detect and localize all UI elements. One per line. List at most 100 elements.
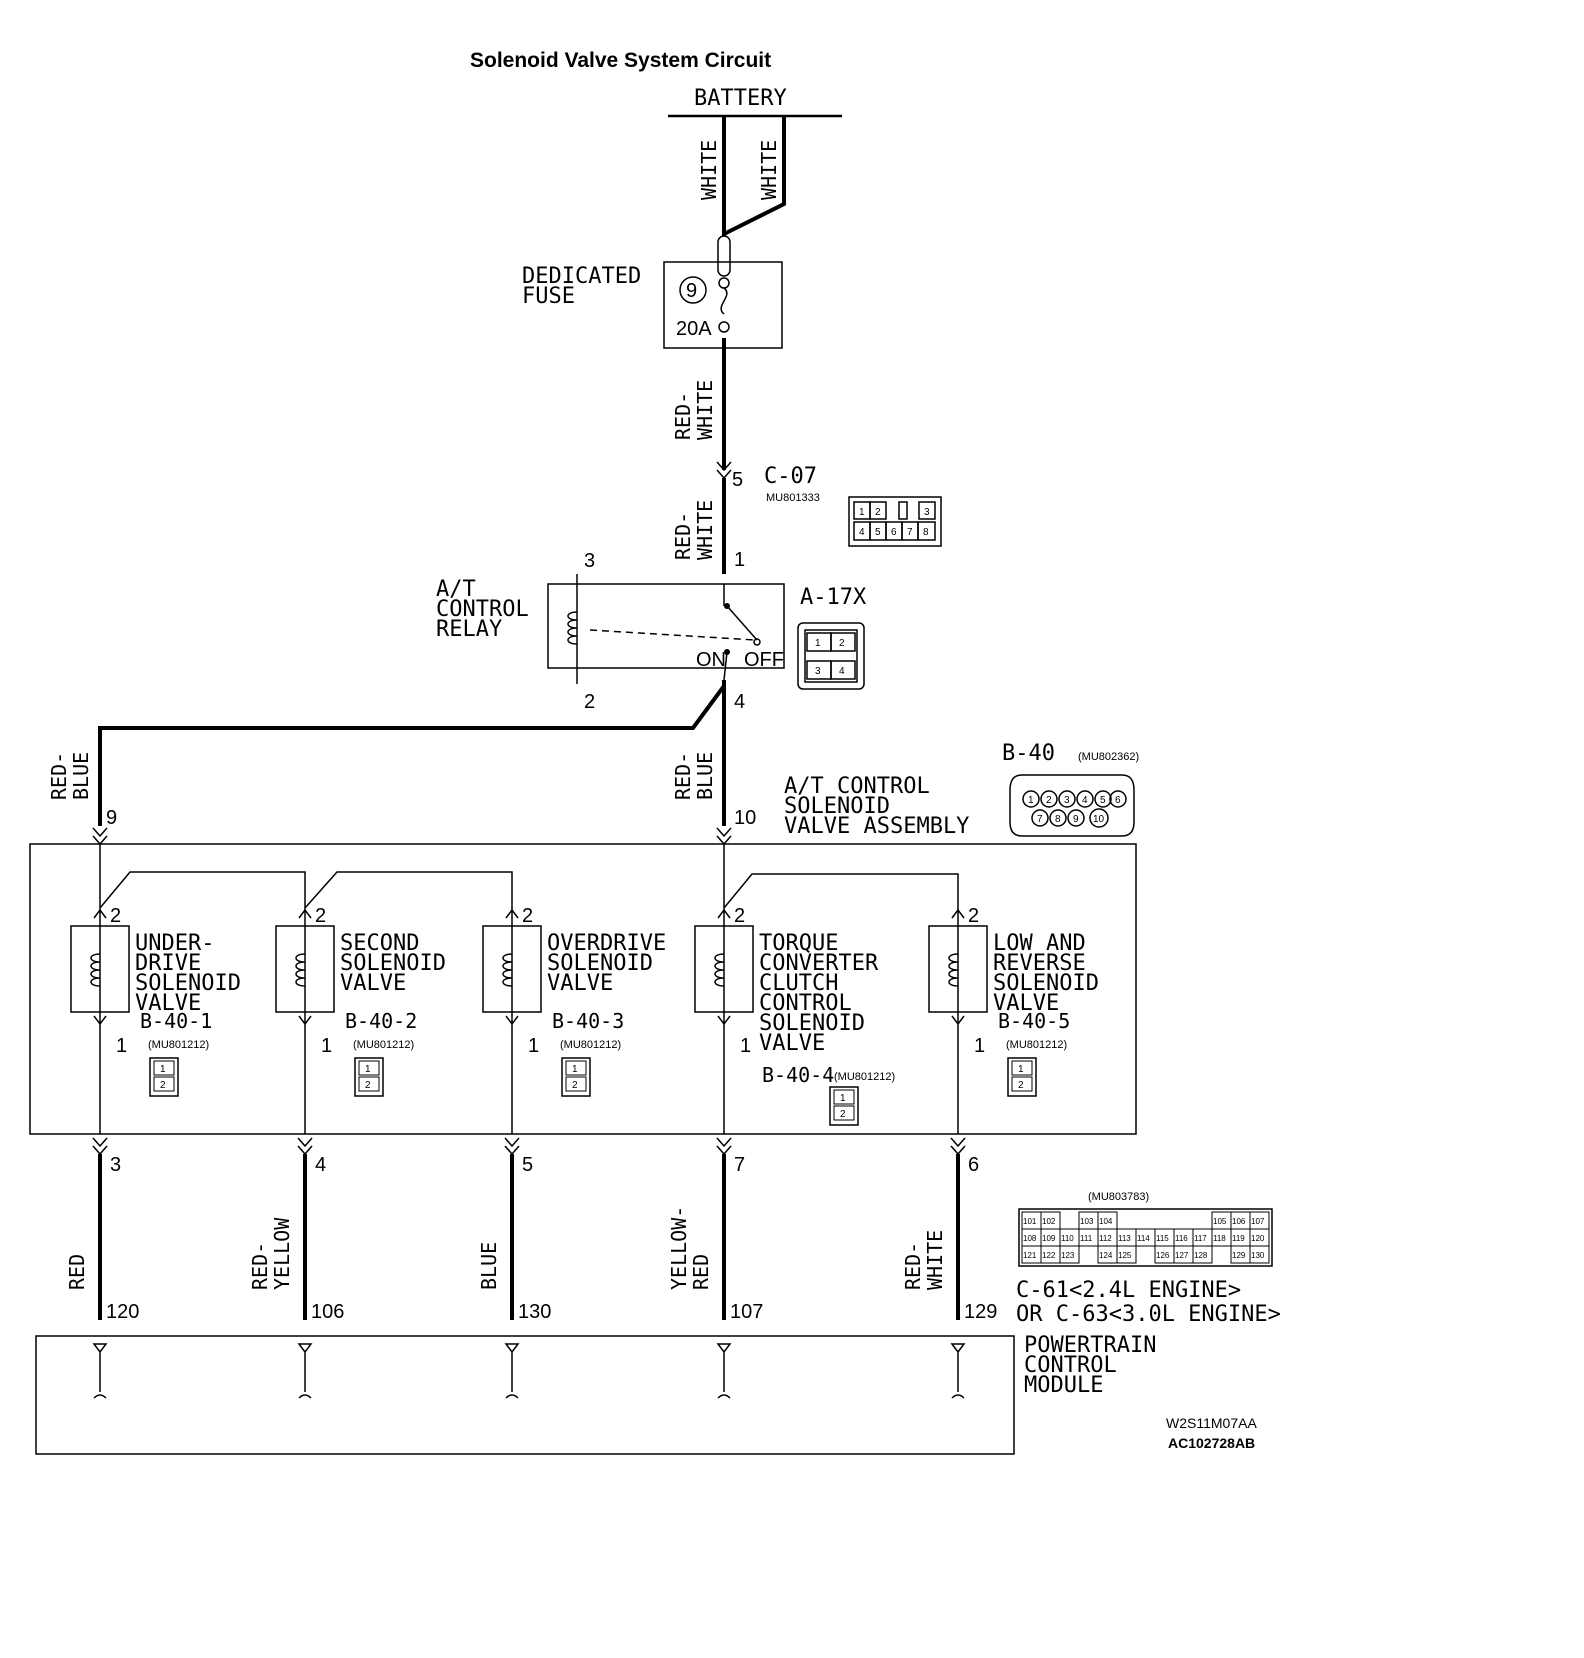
pcm-face-cell-label: 106 <box>1232 1217 1246 1226</box>
pcm-connector-part: (MU803783) <box>1088 1191 1149 1203</box>
pcm-face-cell-label: 113 <box>1118 1234 1131 1243</box>
valve-name-line: LOW AND <box>993 931 1086 956</box>
pcm-face-cell-label: 120 <box>1251 1234 1265 1243</box>
fuse-number-circle <box>679 276 707 304</box>
fuse-name-line2: FUSE <box>522 284 575 309</box>
valve-name-line: SOLENOID <box>135 971 241 996</box>
relay-connector-face: 1 2 3 4 <box>797 622 865 690</box>
pcm-face-cell-label: 125 <box>1118 1251 1132 1260</box>
fuse-element <box>720 287 728 315</box>
svg-text:2: 2 <box>839 638 845 649</box>
pcm-face-cell-label: 122 <box>1042 1251 1056 1260</box>
pcm-pin: 130 <box>518 1301 551 1323</box>
svg-text:9: 9 <box>1073 814 1079 825</box>
out-connector-mark <box>950 1137 966 1156</box>
solenoid-valves: 21UNDER-DRIVESOLENOIDVALVEB-40-1(MU80121… <box>65 905 1099 1399</box>
svg-text:4: 4 <box>859 527 865 538</box>
wire-label-white-left: WHITE <box>697 140 721 200</box>
valve-name-line: CLUTCH <box>759 971 838 996</box>
valve-pin-top: 2 <box>734 905 745 927</box>
out-connector-mark <box>92 1137 108 1156</box>
face-cell <box>565 1060 587 1076</box>
solenoid-assembly-box <box>29 843 1137 1135</box>
wire-color-label: WHITE <box>923 1230 947 1290</box>
face-cell <box>833 1105 855 1121</box>
relay-name-line2: CONTROL <box>436 597 529 622</box>
valve-pin-top: 2 <box>110 905 121 927</box>
fuse-terminal-bottom <box>718 321 730 333</box>
face-cell <box>1011 1076 1033 1092</box>
fuse-number: 9 <box>686 280 697 302</box>
terminal-mark-top <box>717 908 731 919</box>
pcm-face-cell-label: 129 <box>1232 1251 1246 1260</box>
terminal-mark-top <box>951 908 965 919</box>
svg-text:1: 1 <box>859 507 865 518</box>
terminal-mark-bottom <box>93 1015 107 1026</box>
valve-connector-face: 12 <box>1007 1057 1037 1097</box>
relay-coil <box>567 611 578 645</box>
pcm-face-cell-label: 111 <box>1080 1234 1093 1243</box>
face-cell <box>565 1076 587 1092</box>
wire-relay-to-assembly-left <box>98 684 726 826</box>
coil-symbol <box>502 953 513 987</box>
valve-name-line: CONTROL <box>759 991 852 1016</box>
solenoid-valve-3: 21OVERDRIVESOLENOIDVALVEB-40-3(MU801212)… <box>477 905 666 1399</box>
valve-pin-bottom: 1 <box>974 1035 985 1057</box>
assembly-part: (MU802362) <box>1078 751 1139 763</box>
relay-linkage <box>589 629 756 641</box>
wire-color-label: RED <box>65 1254 89 1290</box>
pcm-face-cell-label: 109 <box>1042 1234 1056 1243</box>
face-cell-label: 2 <box>365 1080 371 1091</box>
pcm-face-cell-label: 103 <box>1080 1217 1094 1226</box>
splice-marker <box>717 235 731 277</box>
svg-text:7: 7 <box>1037 814 1043 825</box>
battery-label: BATTERY <box>694 86 787 111</box>
out-connector-mark <box>297 1137 313 1156</box>
valve-pin-bottom: 1 <box>740 1035 751 1057</box>
out-pin: 3 <box>110 1154 121 1176</box>
relay-id: A-17X <box>800 585 867 610</box>
valve-name-line: SOLENOID <box>547 951 653 976</box>
coil-symbol <box>295 953 306 987</box>
face-outline <box>149 1057 179 1097</box>
valve-name-line: SOLENOID <box>759 1011 865 1036</box>
pcm-face-cell-label: 112 <box>1099 1234 1112 1243</box>
valve-name-line: SOLENOID <box>340 951 446 976</box>
terminal-mark-bottom <box>505 1015 519 1026</box>
svg-text:3: 3 <box>924 507 930 518</box>
out-pin: 5 <box>522 1154 533 1176</box>
valve-pin-bottom: 1 <box>321 1035 332 1057</box>
wire-label-relay-in-1: RED- <box>671 512 695 560</box>
out-connector-mark <box>716 1137 732 1156</box>
svg-text:3: 3 <box>1064 795 1070 806</box>
out-connector-mark <box>504 1137 520 1156</box>
svg-text:3: 3 <box>815 666 821 677</box>
pcm-face-cell-label: 102 <box>1042 1217 1056 1226</box>
c07-part: MU801333 <box>766 492 820 504</box>
pcm-face-cell <box>1249 1245 1270 1264</box>
assembly-bus-left <box>99 844 513 910</box>
wire-label-relay-in-2: WHITE <box>693 500 717 560</box>
pcm-face-cell-label: 107 <box>1251 1217 1265 1226</box>
out-pin: 4 <box>315 1154 326 1176</box>
pcm-terminal <box>92 1343 108 1399</box>
face-cell-label: 1 <box>1018 1064 1024 1075</box>
pcm-connector-line1: C-61<2.4L ENGINE> <box>1016 1278 1241 1303</box>
valve-name-line: CONVERTER <box>759 951 879 976</box>
diagram-code-1: W2S11M07AA <box>1166 1415 1257 1431</box>
fuse-rating: 20A <box>676 318 712 340</box>
pcm-terminal <box>716 1343 732 1399</box>
svg-text:8: 8 <box>923 527 929 538</box>
assembly-pin-9: 9 <box>106 807 117 829</box>
wire-color-label: RED- <box>901 1242 925 1290</box>
relay-pin-4: 4 <box>734 691 745 713</box>
face-cell-label: 1 <box>840 1093 846 1104</box>
valve-name-line: VALVE <box>993 991 1059 1016</box>
valve-pin-bottom: 1 <box>528 1035 539 1057</box>
terminal-mark-bottom <box>298 1015 312 1026</box>
assembly-name-line1: A/T CONTROL <box>784 774 930 799</box>
face-cell <box>153 1060 175 1076</box>
fuse-name-line1: DEDICATED <box>522 264 641 289</box>
